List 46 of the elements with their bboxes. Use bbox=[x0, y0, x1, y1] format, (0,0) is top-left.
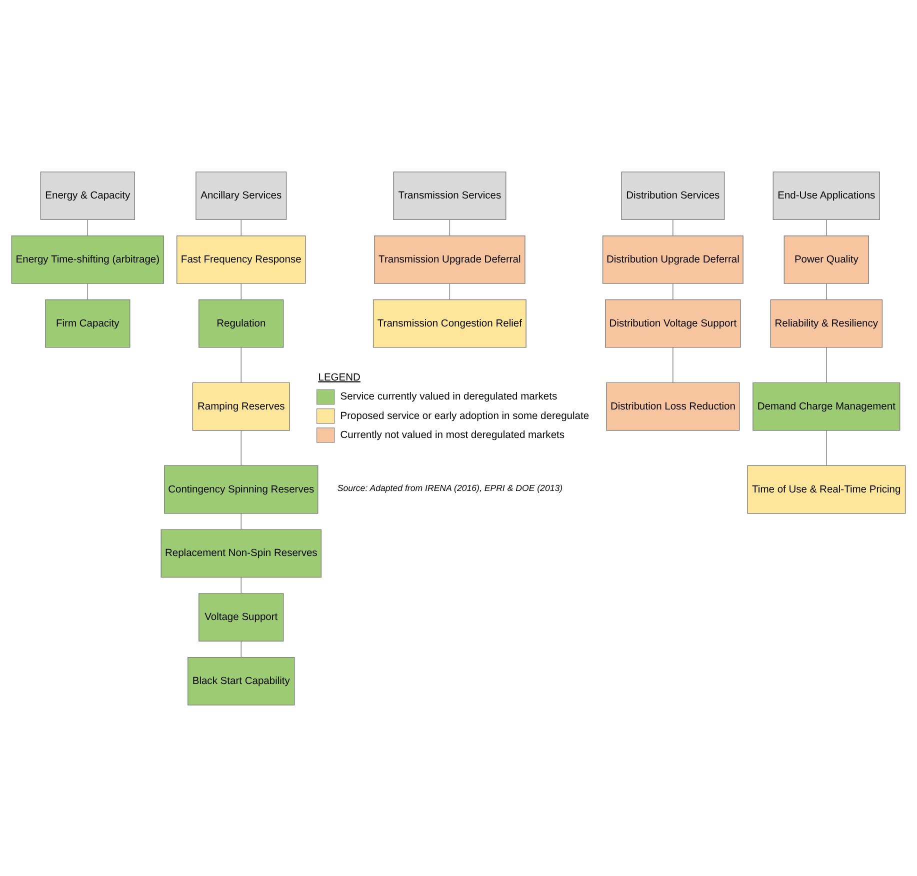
connector bbox=[826, 218, 827, 236]
node-box: Transmission Congestion Relief bbox=[372, 298, 526, 348]
connector bbox=[672, 346, 674, 382]
legend-label: Service currently valued in deregulated markets bbox=[340, 391, 558, 402]
connector bbox=[240, 512, 242, 530]
connector bbox=[449, 218, 450, 236]
connector bbox=[240, 576, 242, 594]
node-box: Black Start Capability bbox=[188, 656, 295, 705]
node-box: End-Use Applications bbox=[772, 171, 880, 220]
node-box: Ancillary Services bbox=[196, 171, 287, 220]
node-box: Regulation bbox=[198, 298, 284, 348]
node-box: Contingency Spinning Reserves bbox=[164, 464, 318, 514]
label: Source: Adapted from IRENA (2016), EPRI & DOE (2013) bbox=[337, 482, 563, 493]
connector bbox=[672, 282, 674, 300]
node-box: Demand Charge Management bbox=[752, 382, 900, 430]
node-box: Transmission Services bbox=[393, 171, 506, 220]
connector bbox=[87, 282, 88, 300]
node-box: Voltage Support bbox=[198, 592, 284, 642]
node-box: Distribution Loss Reduction bbox=[606, 382, 740, 430]
legend-label: Proposed service or early adoption in some deregulate bbox=[340, 410, 590, 422]
node-box: Energy Time-shifting (arbitrage) bbox=[11, 234, 164, 284]
node-box: Energy & Capacity bbox=[40, 171, 136, 220]
node-box: Distribution Voltage Support bbox=[605, 298, 741, 348]
node-box: Firm Capacity bbox=[45, 298, 130, 348]
connector bbox=[449, 282, 450, 300]
node-box: Distribution Upgrade Deferral bbox=[602, 234, 744, 284]
connector bbox=[826, 282, 827, 300]
connector bbox=[240, 218, 242, 236]
connector bbox=[240, 282, 242, 300]
connector bbox=[240, 346, 242, 382]
label: LEGEND bbox=[318, 372, 360, 383]
node-box: Ramping Reserves bbox=[192, 382, 290, 430]
node-box: Transmission Upgrade Deferral bbox=[374, 234, 526, 284]
node-box: Time of Use & Real-Time Pricing bbox=[747, 464, 906, 514]
connector bbox=[826, 430, 827, 466]
connector bbox=[672, 218, 674, 236]
node-box: Fast Frequency Response bbox=[176, 234, 306, 284]
connector bbox=[87, 218, 88, 236]
connector bbox=[826, 346, 827, 382]
node-box: Reliability & Resiliency bbox=[770, 298, 883, 348]
connector bbox=[240, 640, 242, 658]
legend-label: Currently not valued in most deregulated markets bbox=[340, 429, 565, 440]
node-box: Distribution Services bbox=[621, 171, 725, 220]
node-box: Replacement Non-Spin Reserves bbox=[160, 528, 322, 578]
connector bbox=[240, 430, 242, 466]
node-box: Power Quality bbox=[784, 234, 869, 284]
